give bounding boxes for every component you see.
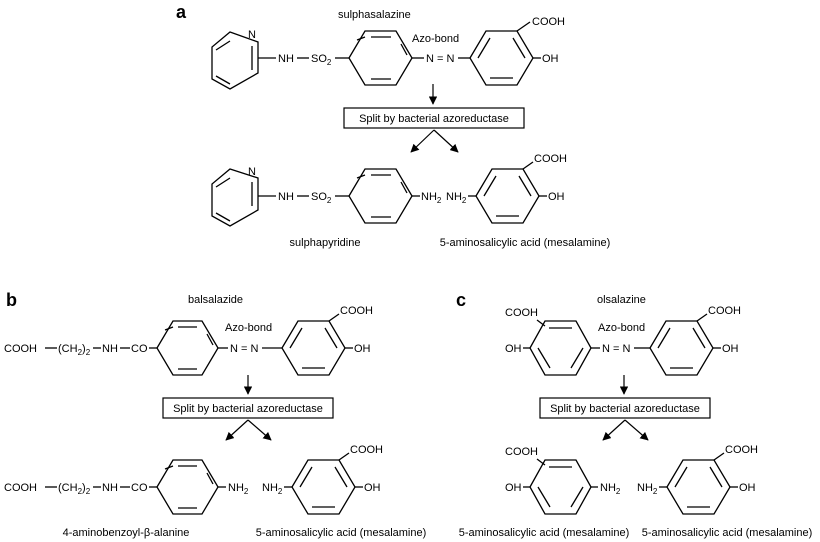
benzene-double-bonds-a1 — [356, 36, 408, 80]
arrow-left-b — [225, 419, 249, 441]
pyridine-ring-a3 — [211, 168, 259, 227]
so2-group-a: SO2 — [311, 53, 332, 67]
panel-c-label: c — [456, 290, 466, 310]
mesalamine-structure-a: NH2 COOH OH — [446, 153, 567, 224]
benzene-ring-a4 — [475, 168, 540, 224]
oh-group-a: OH — [542, 53, 559, 65]
ring-nitrogen-a3: N — [248, 166, 256, 178]
product-name-a1: sulphapyridine — [290, 237, 361, 249]
nh-group-b2: NH — [102, 482, 118, 494]
nh2-group-a4: NH2 — [446, 191, 467, 205]
nh-group-a: NH — [278, 53, 294, 65]
oh-group-b4: OH — [364, 482, 381, 494]
panel-a-title: sulphasalazine — [338, 9, 411, 21]
panel-c: c olsalazine COOH OH Azo-bond N = N COOH… — [456, 290, 812, 539]
cooh-group-a4: COOH — [534, 153, 567, 165]
mesalamine-structure-c1: COOH OH NH2 — [505, 446, 621, 515]
benzene-ring-c3 — [529, 459, 592, 515]
ring-nitrogen-a: N — [248, 29, 256, 41]
cooh-group-c3: COOH — [505, 446, 538, 458]
cooh-group-b4: COOH — [350, 444, 383, 456]
arrow-left-a — [410, 129, 435, 153]
split-text-b: Split by bacterial azoreductase — [173, 403, 323, 415]
arrow-right-a — [433, 129, 459, 153]
cooh-group-c4: COOH — [725, 444, 758, 456]
oh-group-b: OH — [354, 343, 371, 355]
product-name-a2: 5-aminosalicylic acid (mesalamine) — [440, 237, 611, 249]
nh2-group-a3: NH2 — [421, 191, 442, 205]
split-text-c: Split by bacterial azoreductase — [550, 403, 700, 415]
aminobenzoyl-alanine-structure: COOH (CH2)2 NH CO NH2 — [4, 459, 249, 515]
arrow-left-c — [602, 419, 626, 441]
benzene-ring-b2 — [281, 320, 346, 376]
so2-group-a3: SO2 — [311, 191, 332, 205]
benzene-ring-b4 — [291, 459, 356, 515]
cooh-group-a: COOH — [532, 16, 565, 28]
cooh-chain-b: COOH — [4, 343, 37, 355]
cooh-chain-b2: COOH — [4, 482, 37, 494]
pyridine-ring-a — [211, 31, 259, 90]
split-box-a — [343, 107, 525, 129]
split-box-b — [162, 397, 334, 419]
oh-group-c4: OH — [739, 482, 756, 494]
azo-group-a: N = N — [426, 53, 454, 65]
benzene-ring-c4 — [666, 459, 731, 515]
nh-group-b: NH — [102, 343, 118, 355]
benzene-double-bonds-a2 — [477, 37, 526, 79]
panel-a-label: a — [176, 2, 187, 22]
cooh-group-c2: COOH — [708, 305, 741, 317]
panel-b-label: b — [6, 290, 17, 310]
benzene-ring-a2 — [469, 30, 534, 86]
oh-group-c1: OH — [505, 343, 522, 355]
balsalazide-structure: COOH (CH2)2 NH CO Azo-bond N = N COOH OH — [4, 305, 373, 376]
olsalazine-structure: COOH OH Azo-bond N = N COOH OH — [505, 305, 741, 376]
split-text-a: Split by bacterial azoreductase — [359, 113, 509, 125]
benzene-ring-c1 — [529, 320, 592, 376]
co-group-b2: CO — [131, 482, 148, 494]
split-box-c — [539, 397, 711, 419]
oh-group-c3: OH — [505, 482, 522, 494]
arrow-right-c — [624, 419, 649, 441]
panel-a: a sulphasalazine N NH SO2 Azo-bond N = N… — [176, 2, 610, 249]
oh-group-a4: OH — [548, 191, 565, 203]
panel-b: b balsalazide COOH (CH2)2 NH CO Azo-bond… — [4, 290, 426, 539]
benzene-ring-c2 — [649, 320, 714, 376]
panel-b-title: balsalazide — [188, 294, 243, 306]
azo-bond-label-b: Azo-bond — [225, 322, 272, 334]
ch2-chain-b: (CH2)2 — [58, 343, 91, 357]
product-name-c1: 5-aminosalicylic acid (mesalamine) — [459, 527, 630, 539]
mesalamine-structure-c2: NH2 COOH OH — [637, 444, 758, 515]
cooh-group-b: COOH — [340, 305, 373, 317]
arrow-right-b — [247, 419, 272, 441]
pyridine-double-bonds-a — [215, 40, 253, 85]
product-name-b2: 5-aminosalicylic acid (mesalamine) — [256, 527, 427, 539]
cooh-group-c1: COOH — [505, 307, 538, 319]
sulphasalazine-structure: N NH SO2 Azo-bond N = N COOH OH — [211, 16, 565, 90]
azo-bond-label-a: Azo-bond — [412, 33, 459, 45]
azo-bond-label-c: Azo-bond — [598, 322, 645, 334]
product-name-c2: 5-aminosalicylic acid (mesalamine) — [642, 527, 813, 539]
nh-group-a3: NH — [278, 191, 294, 203]
nh2-group-c3: NH2 — [600, 482, 621, 496]
product-name-b1: 4-aminobenzoyl-β-alanine — [63, 527, 190, 539]
azo-group-b: N = N — [230, 343, 258, 355]
nh2-group-b3: NH2 — [228, 482, 249, 496]
nh2-group-b4: NH2 — [262, 482, 283, 496]
ch2-chain-b2: (CH2)2 — [58, 482, 91, 496]
nh2-group-c4: NH2 — [637, 482, 658, 496]
panel-c-title: olsalazine — [597, 294, 646, 306]
co-group-b: CO — [131, 343, 148, 355]
mesalamine-structure-b: NH2 COOH OH — [262, 444, 383, 515]
azo-group-c: N = N — [602, 343, 630, 355]
oh-group-c2: OH — [722, 343, 739, 355]
sulphapyridine-structure: N NH SO2 NH2 — [211, 166, 442, 227]
